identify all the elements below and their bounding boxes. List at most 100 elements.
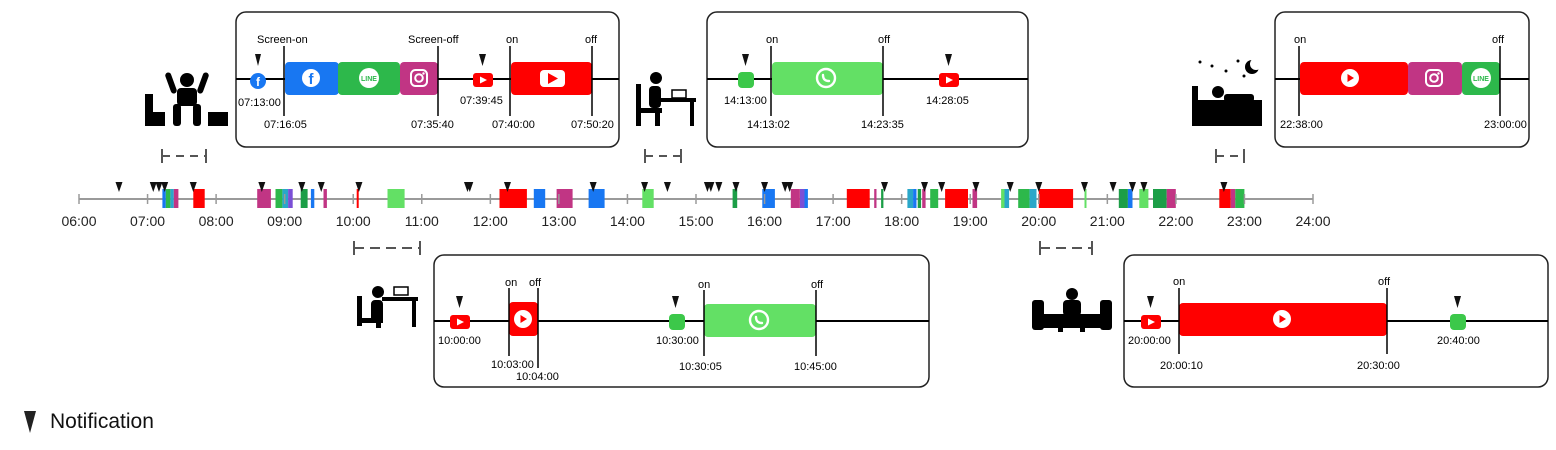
whatsapp-notification-icon — [669, 314, 685, 330]
legend: Notification — [24, 410, 154, 434]
line-icon — [359, 68, 379, 88]
notification-marker-icon — [456, 296, 463, 308]
usage-segment-green_dark — [917, 189, 922, 208]
axis-tick-label: 14:00 — [610, 213, 645, 229]
axis-tick-label: 16:00 — [747, 213, 782, 229]
notification-marker-icon — [1080, 182, 1088, 192]
axis-tick-label: 07:00 — [130, 213, 165, 229]
label-on: on — [506, 34, 518, 46]
notification-marker-icon — [742, 54, 749, 66]
notification-marker-icon — [1109, 182, 1117, 192]
notification-marker-icon — [707, 182, 715, 192]
usage-segment-line — [930, 189, 939, 208]
axis-tick-label: 21:00 — [1090, 213, 1125, 229]
time-label: 20:00:10 — [1160, 360, 1203, 372]
usage-segment-instagram — [790, 189, 800, 208]
usage-segment-purple — [288, 189, 293, 208]
label-off: off — [529, 277, 542, 289]
time-label: 22:38:00 — [1280, 119, 1323, 131]
time-label: 10:03:00 — [491, 359, 534, 371]
legend-label: Notification — [50, 410, 154, 433]
usage-segment-instagram — [323, 189, 327, 208]
usage-segment-facebook — [533, 189, 546, 208]
notification-marker-icon — [355, 182, 363, 192]
youtube-icon — [514, 310, 532, 328]
usage-segment-facebook — [762, 189, 775, 208]
usage-segment-facebook — [1127, 189, 1133, 208]
time-label: 07:40:00 — [492, 119, 535, 131]
usage-segment-facebook — [588, 189, 605, 208]
notification-marker-icon — [881, 182, 889, 192]
time-label: 20:40:00 — [1437, 335, 1480, 347]
notification-marker-icon — [1006, 182, 1014, 192]
notification-marker-icon — [503, 182, 511, 192]
usage-segment-whatsapp — [642, 189, 654, 208]
label-screen-off: Screen-off — [408, 34, 459, 46]
notification-marker-icon — [155, 182, 163, 192]
axis-tick-label: 23:00 — [1227, 213, 1262, 229]
label-off: off — [1378, 276, 1391, 288]
activity-diagram: f LINE 06:0007:0008:0009:0010:0011:0012:… — [61, 11, 1549, 388]
time-label: 14:13:02 — [747, 119, 790, 131]
svg-text:f: f — [256, 75, 261, 89]
whatsapp-session-bar — [704, 304, 816, 337]
notification-marker-icon — [258, 182, 266, 192]
notification-marker-icon — [479, 54, 486, 66]
notification-marker-icon — [161, 182, 169, 192]
notification-marker-icon — [715, 182, 723, 192]
time-label: 10:30:05 — [679, 361, 722, 373]
axis-tick-label: 19:00 — [953, 213, 988, 229]
youtube-icon — [1341, 69, 1359, 87]
axis-tick-label: 12:00 — [473, 213, 508, 229]
notification-marker-icon — [298, 182, 306, 192]
bracket-night — [1215, 149, 1245, 163]
notification-marker-icon — [1140, 182, 1148, 192]
panel-morning: f Screen-on Screen-off on off 07:13:00 0… — [235, 11, 620, 148]
notification-marker-icon — [641, 182, 649, 192]
usage-segment-facebook — [162, 189, 166, 208]
notification-marker-icon — [972, 182, 980, 192]
time-label: 07:13:00 — [238, 97, 281, 109]
facebook-notification-icon — [250, 73, 266, 89]
notification-marker-icon — [466, 182, 474, 192]
notification-marker-icon — [24, 411, 36, 433]
axis-tick-label: 18:00 — [884, 213, 919, 229]
usage-segment-whatsapp — [387, 189, 405, 208]
usage-segment-teal — [1029, 189, 1037, 208]
label-off: off — [585, 34, 598, 46]
time-label: 10:45:00 — [794, 361, 837, 373]
usage-segment-line — [1235, 189, 1245, 208]
label-on: on — [766, 34, 778, 46]
time-label: 14:23:35 — [861, 119, 904, 131]
usage-segment-whatsapp — [1139, 189, 1149, 208]
axis-tick-label: 13:00 — [541, 213, 576, 229]
whatsapp-notification-icon — [738, 72, 754, 88]
label-on: on — [505, 277, 517, 289]
bracket-evening — [1039, 241, 1093, 255]
time-label: 07:16:05 — [264, 119, 307, 131]
usage-segment-youtube — [193, 189, 205, 208]
axis-tick-label: 06:00 — [61, 213, 96, 229]
person-study-icon — [357, 286, 418, 328]
notification-marker-icon — [1147, 296, 1154, 308]
notification-marker-icon — [732, 182, 740, 192]
axis-tick-label: 17:00 — [816, 213, 851, 229]
person-bed-icon — [1192, 58, 1262, 126]
label-screen-on: Screen-on — [257, 34, 308, 46]
usage-segment-green_dark — [1153, 189, 1167, 208]
panel-evening: on off 20:00:00 20:00:10 20:30:00 20:40:… — [1123, 254, 1549, 388]
usage-segment-instagram — [257, 189, 271, 208]
axis-tick-label: 10:00 — [336, 213, 371, 229]
notification-marker-icon — [589, 182, 597, 192]
usage-segment-line — [165, 189, 171, 208]
label-off: off — [811, 279, 824, 291]
usage-segment-instagram — [173, 189, 179, 208]
usage-segment-whatsapp — [1001, 189, 1005, 208]
notification-marker-icon — [255, 54, 261, 66]
axis-tick-label: 09:00 — [267, 213, 302, 229]
panel-study: on off on off 10:00:00 10:03:00 10:04:00… — [433, 254, 930, 388]
notification-marker-icon — [761, 182, 769, 192]
usage-segment-youtube — [846, 189, 870, 208]
time-label: 14:13:00 — [724, 95, 767, 107]
